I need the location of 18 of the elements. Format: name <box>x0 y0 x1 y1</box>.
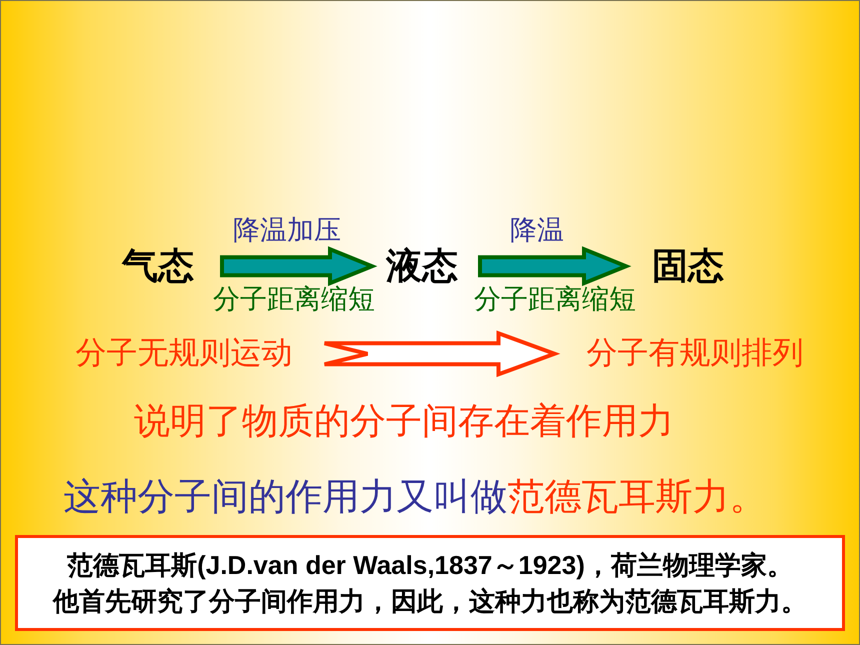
arrow-label: 分子距离缩短 <box>213 284 375 315</box>
block-arrow <box>322 330 560 378</box>
state-label: 固态 <box>652 246 724 287</box>
phrase-label: 分子无规则运动 <box>76 336 292 372</box>
term-text: 范德瓦耳斯力。 <box>508 474 766 518</box>
block-arrow <box>478 246 632 286</box>
arrow-label: 降温加压 <box>233 214 341 246</box>
block-arrow <box>220 246 378 286</box>
note-box <box>15 535 845 631</box>
note-text: 他首先研究了分子间作用力，因此，这种力也称为范德瓦耳斯力。 <box>53 585 807 618</box>
statement-text: 说明了物质的分子间存在着作用力 <box>134 400 674 442</box>
arrow-label: 降温 <box>510 214 564 246</box>
state-label: 液态 <box>386 246 458 287</box>
statement-text: 这种分子间的作用力又叫做 <box>64 474 508 518</box>
note-text: 范德瓦耳斯(J.D.van der Waals,1837～1923)，荷兰物理学家。 <box>67 548 793 582</box>
phrase-label: 分子有规则排列 <box>586 336 804 372</box>
state-label: 气态 <box>122 246 194 287</box>
arrow-label: 分子距离缩短 <box>474 284 636 315</box>
